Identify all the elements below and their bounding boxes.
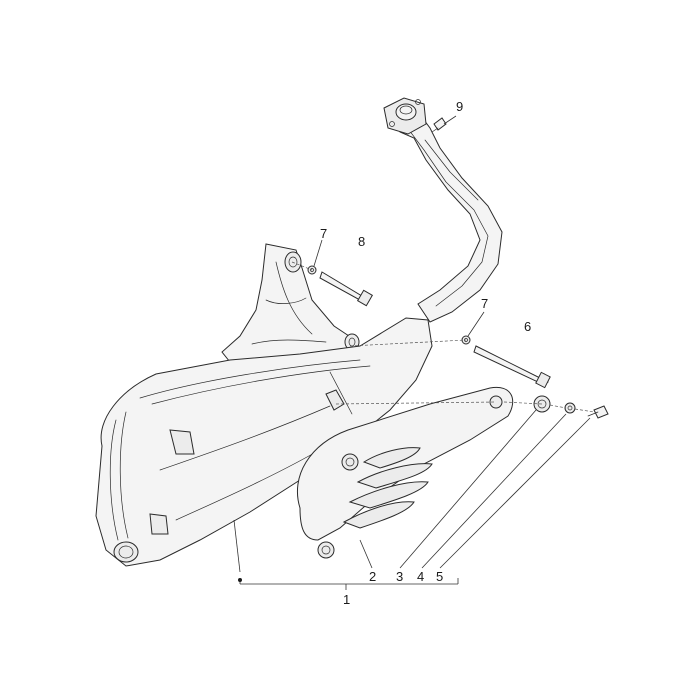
callout-9: 9 [456,99,463,114]
heat-shield-part-2 [296,386,513,559]
callout-7-right: 7 [481,296,488,311]
callout-6: 6 [524,319,531,334]
leader-dot [238,578,242,582]
callout-2: 2 [369,569,376,584]
callout-1: 1 [343,592,350,607]
callout-4: 4 [417,569,424,584]
callout-8: 8 [358,234,365,249]
assembly-dashed-lines [291,261,595,413]
grommet-part-3 [533,395,551,413]
callout-3: 3 [396,569,403,584]
clamp-screw-part-9 [431,115,457,133]
long-bolt-part-6 [473,345,551,389]
muffler-body [95,317,433,567]
mounting-bracket [221,243,360,363]
header-flange [383,97,427,135]
leader-lines [233,239,591,590]
callout-7-left: 7 [320,226,327,241]
callout-5: 5 [436,569,443,584]
exhaust-header-pipe [391,111,503,323]
bolt-part-8 [319,271,374,307]
screw-part-5 [587,405,609,419]
washer-part-4 [564,402,576,414]
